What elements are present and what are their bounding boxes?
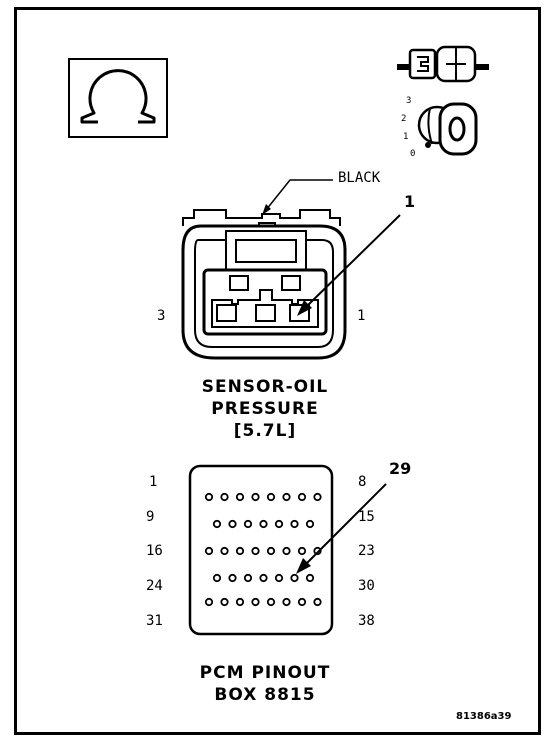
key-position-label: 1 xyxy=(403,132,409,142)
connector-left-pin-label: 3 xyxy=(157,308,166,324)
diagram-frame xyxy=(14,7,541,735)
connector-title-line: SENSOR-OIL xyxy=(201,377,329,397)
pcm-pin xyxy=(297,492,307,502)
pcm-pin xyxy=(259,573,268,583)
pcm-pin xyxy=(259,519,268,529)
pcm-pin xyxy=(313,492,322,502)
pcm-row-end-label: 23 xyxy=(358,543,375,559)
pcm-pin xyxy=(251,546,260,556)
ignition-key-icon xyxy=(417,102,478,156)
connector-right-pin-label: 1 xyxy=(357,308,366,324)
pcm-pin xyxy=(266,546,276,556)
pcm-pin xyxy=(235,492,245,502)
pcm-pin xyxy=(228,573,237,583)
pcm-pin xyxy=(228,519,237,529)
key-position-label: 2 xyxy=(401,114,407,124)
pcm-pin xyxy=(305,573,315,583)
pcm-pin xyxy=(313,597,322,607)
sensor-connector-icon xyxy=(181,209,347,360)
pcm-row-start-label: 31 xyxy=(146,613,163,629)
wire-color-label: BLACK xyxy=(338,170,381,186)
pcm-pin xyxy=(204,492,214,502)
pcm-row-start-label: 24 xyxy=(146,578,163,594)
pcm-pin-callout xyxy=(296,483,387,574)
pcm-pin xyxy=(251,597,260,607)
pcm-row-end-label: 15 xyxy=(358,509,375,525)
pcm-title: PCM PINOUT BOX 8815 xyxy=(160,662,370,706)
figure-id: 81386a39 xyxy=(456,711,512,722)
pcm-callout-label: 29 xyxy=(389,459,412,478)
pcm-row-end-label: 8 xyxy=(358,474,367,490)
pcm-row-start-label: 16 xyxy=(146,543,163,559)
connector-title-line: [5.7L] xyxy=(233,421,297,441)
pcm-pin xyxy=(212,573,222,583)
pcm-pin-grid xyxy=(204,492,322,607)
pcm-pin xyxy=(282,492,291,502)
pcm-pin xyxy=(297,546,307,556)
connector-title: SENSOR-OIL PRESSURE [5.7L] xyxy=(160,376,370,442)
pcm-pin xyxy=(266,492,276,502)
pcm-box xyxy=(188,464,334,636)
pcm-pin xyxy=(290,573,299,583)
pcm-pin xyxy=(220,546,229,556)
key-position-label: 0 xyxy=(410,149,416,159)
connector-pin-callout xyxy=(297,214,401,316)
wire-color-leader xyxy=(262,179,333,215)
pcm-pin xyxy=(305,519,315,529)
key-position-label: 3 xyxy=(406,96,412,106)
pcm-pin xyxy=(212,519,222,529)
pcm-pin xyxy=(290,519,299,529)
pcm-pin xyxy=(251,492,260,502)
pcm-pin xyxy=(204,546,214,556)
pcm-pin xyxy=(235,546,245,556)
connector-callout-label: 1 xyxy=(404,192,416,211)
pcm-pin xyxy=(266,597,276,607)
pcm-pin xyxy=(243,519,253,529)
pcm-pin xyxy=(274,519,284,529)
pcm-row-start-label: 1 xyxy=(149,474,158,490)
pcm-pin xyxy=(297,597,307,607)
pcm-row-end-label: 30 xyxy=(358,578,375,594)
pcm-row-end-label: 38 xyxy=(358,613,375,629)
pcm-pin xyxy=(282,597,291,607)
pcm-pin xyxy=(204,597,214,607)
pcm-pin xyxy=(282,546,291,556)
pcm-pin xyxy=(220,492,229,502)
pcm-pin xyxy=(243,573,253,583)
pcm-pin xyxy=(274,573,284,583)
pcm-pin xyxy=(235,597,245,607)
pcm-title-line: BOX 8815 xyxy=(214,685,316,705)
pcm-pin xyxy=(313,546,322,556)
pcm-pin xyxy=(220,597,229,607)
ohm-icon xyxy=(68,58,168,138)
connector-plug-icon xyxy=(397,45,489,83)
pcm-title-line: PCM PINOUT xyxy=(199,663,331,683)
pcm-row-start-label: 9 xyxy=(146,509,155,525)
connector-title-line: PRESSURE xyxy=(211,399,319,419)
